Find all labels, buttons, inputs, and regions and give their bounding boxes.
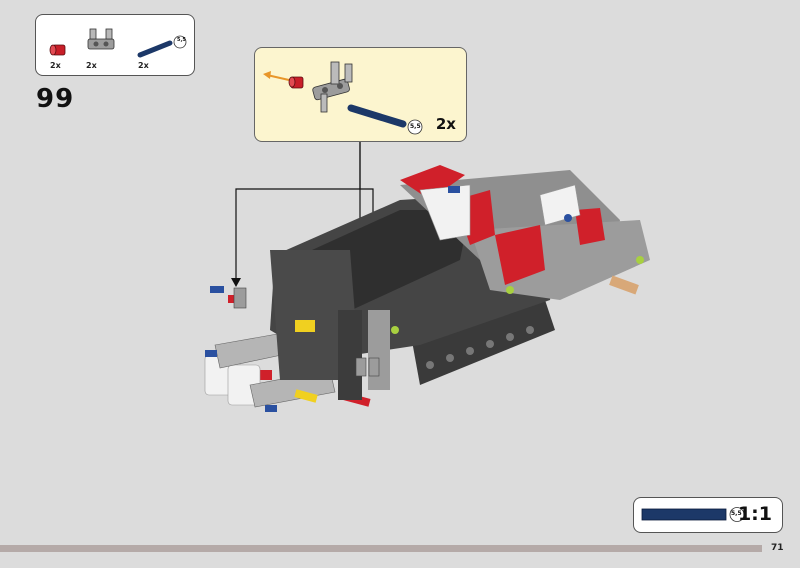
orange-arrow-icon <box>263 71 290 81</box>
scale-reference-box: 5,5 1:1 <box>633 497 783 533</box>
part-qty-bush: 2x <box>50 61 61 70</box>
arrow-left-head <box>231 278 241 287</box>
step-number: 99 <box>36 84 75 114</box>
blue-axle-icon <box>347 104 423 135</box>
parts-list-box: 2x 2x 2x 5,5 <box>35 14 195 76</box>
length-badge-icon <box>729 507 745 522</box>
part-qty-axle: 2x <box>138 61 149 70</box>
callout-qty: 2x <box>435 115 456 133</box>
scale-length-badge: 5,5 <box>731 510 742 517</box>
callout-graphics <box>263 61 423 135</box>
page-progress-bar <box>0 545 762 552</box>
scale-ratio: 1:1 <box>737 503 772 525</box>
part-qty-connector: 2x <box>86 61 97 70</box>
axle-length-badge: 5,5 <box>177 37 186 43</box>
red-bush-icon <box>288 76 304 89</box>
page-number: 71 <box>771 543 784 553</box>
parts-list-graphics <box>49 28 187 58</box>
callout-length-badge: 5,5 <box>410 123 421 130</box>
callout-box: 5,5 2x <box>254 47 467 142</box>
blue-axle-icon <box>137 35 187 58</box>
red-bush-icon <box>49 44 66 56</box>
gray-connector-icon <box>87 28 115 50</box>
scale-axle-graphic <box>641 507 745 522</box>
chassis-model <box>204 165 650 412</box>
gray-connector-icon <box>312 61 353 113</box>
